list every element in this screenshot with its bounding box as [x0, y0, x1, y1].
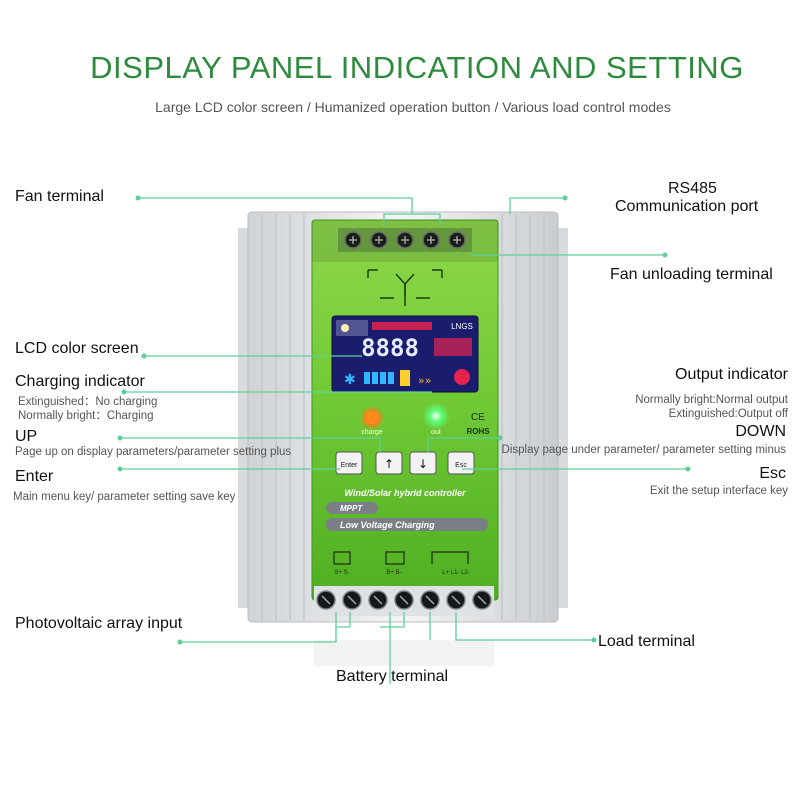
- arrow-chevrons-icon: »»: [418, 374, 431, 387]
- lcd-screen: LNGS 8888 ✱ »»: [331, 315, 479, 393]
- down-arrow-icon: ↓: [418, 457, 428, 471]
- lcd-digits: 8888: [361, 334, 419, 362]
- load-terminal-marking: L+ L1- L2-: [442, 570, 470, 576]
- green-face-panel: [311, 219, 499, 601]
- lcd-tag: LNGS: [451, 322, 473, 331]
- badge-low-voltage: Low Voltage Charging: [340, 520, 435, 530]
- snow-icon: ✱: [344, 372, 356, 388]
- rohs-mark: ROHS: [466, 427, 490, 436]
- top-terminal-block: [338, 228, 472, 252]
- device-enter-button: Enter: [335, 451, 363, 475]
- label-fan-terminal: Fan terminal: [15, 188, 104, 205]
- label-fan-unloading-terminal: Fan unloading terminal: [610, 266, 773, 283]
- label-enter-desc: Main menu key/ parameter setting save ke…: [13, 491, 236, 503]
- reflection: [314, 640, 494, 666]
- label-up-desc: Page up on display parameters/parameter …: [15, 446, 292, 458]
- leader-lines: [120, 197, 688, 684]
- enter-key-label: Enter: [341, 462, 358, 469]
- label-esc-desc: Exit the setup interface key: [649, 485, 788, 497]
- product-name: Wind/Solar hybrid controller: [345, 488, 466, 498]
- battery-icon: [400, 370, 410, 386]
- label-esc: Esc: [759, 465, 786, 482]
- bottom-terminal-block: [314, 586, 494, 616]
- warning-icon: [454, 369, 470, 385]
- label-output-indicator: Output indicator: [675, 366, 788, 383]
- esc-key-label: Esc: [455, 462, 467, 469]
- battery-terminal-marking: B+ B-: [386, 570, 401, 576]
- label-output-bright: Normally bright:Normal output: [635, 394, 788, 406]
- label-charging-indicator: Charging indicator: [15, 373, 145, 390]
- wind-turbine-icon: [367, 269, 443, 306]
- label-up: UP: [15, 428, 38, 445]
- leader-dots: [117, 195, 691, 645]
- battery-bars-icon: [364, 372, 394, 384]
- ce-mark: CE: [471, 412, 485, 423]
- output-indicator: out: [422, 402, 450, 436]
- label-load-terminal: Load terminal: [598, 633, 695, 650]
- label-output-extinguished: Extinguished:Output off: [668, 408, 788, 420]
- charge-label: charge: [361, 429, 383, 436]
- device-up-button: ↑: [375, 451, 403, 475]
- up-arrow-icon: ↑: [384, 457, 394, 471]
- solar-panel-icon: [333, 551, 351, 565]
- label-down: DOWN: [735, 423, 786, 440]
- page-title: DISPLAY PANEL INDICATION AND SETTING: [90, 50, 744, 85]
- charge-indicator: charge: [360, 406, 384, 436]
- label-lcd-color-screen: LCD color screen: [15, 340, 139, 357]
- load-lamp-icon: [431, 551, 469, 564]
- battery-terminal-icon: [385, 551, 405, 565]
- device-esc-button: Esc: [447, 451, 475, 475]
- label-battery-terminal: Battery terminal: [336, 668, 449, 685]
- label-down-desc: Display page under parameter/ parameter …: [501, 444, 786, 456]
- label-pv-input: Photovoltaic array input: [15, 615, 183, 632]
- badge-mppt: MPPT: [340, 504, 363, 513]
- device-down-button: ↓: [409, 451, 437, 475]
- label-enter: Enter: [15, 468, 54, 485]
- label-rs485: RS485: [668, 180, 717, 197]
- page-subtitle: Large LCD color screen / Humanized opera…: [155, 99, 671, 115]
- out-label: out: [431, 429, 441, 436]
- label-charging-bright: Normally bright：Charging: [18, 410, 154, 422]
- label-communication-port: Communication port: [615, 198, 759, 215]
- pv-terminal-marking: S+ S-: [334, 570, 349, 576]
- label-charging-extinguished: Extinguished：No charging: [18, 396, 158, 408]
